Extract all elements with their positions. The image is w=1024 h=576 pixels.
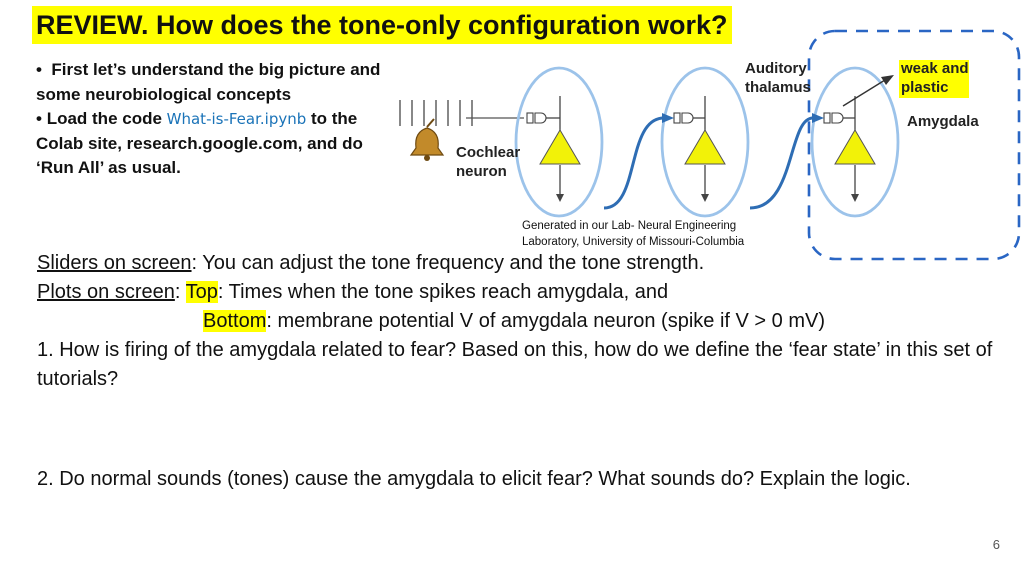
label-cochlear-line2: neuron — [456, 163, 507, 180]
intro-bullets: • First let’s understand the big picture… — [36, 58, 396, 181]
weak-plastic-highlight — [899, 60, 969, 98]
bottom-text: : membrane potential V of amygdala neuro… — [266, 310, 825, 332]
bullet-item-1: • First let’s understand the big picture… — [36, 60, 381, 104]
label-weak-line2: plastic — [901, 79, 949, 96]
sliders-line: Sliders on screen: You can adjust the to… — [37, 249, 997, 278]
plots-sep: : — [174, 281, 186, 303]
plasticity-arrow — [842, 79, 886, 107]
question-1: 1. How is firing of the amygdala related… — [37, 339, 993, 390]
synapse-glyphs — [526, 112, 844, 124]
question-2: 2. Do normal sounds (tones) cause the am… — [37, 468, 911, 490]
label-cochlear-line1: Cochlear — [456, 144, 520, 161]
cochlear-neuron-outline — [514, 66, 604, 218]
label-cochlear-neuron: Cochlear neuron — [456, 144, 520, 180]
cochlear-neuron-soma — [539, 129, 581, 165]
bullet-2-before: Load the code — [46, 109, 167, 128]
plots-label: Plots on screen — [37, 281, 175, 303]
bottom-line: Bottom: membrane potential V of amygdala… — [37, 307, 997, 336]
body-text: Sliders on screen: You can adjust the to… — [37, 249, 997, 394]
credit-line-1: Generated in our Lab- Neural Engineering — [522, 220, 737, 232]
neural-circuit-diagram: Cochlear neuron Auditory thalamus weak and… — [399, 29, 1021, 261]
label-weak-line1: weak and — [900, 60, 969, 77]
credit-line-2: Laboratory, University of Missouri-Colum… — [522, 235, 745, 248]
sound-wave-marks — [399, 100, 473, 126]
amygdala-neuron-outline — [810, 66, 900, 218]
thalamus-neuron-outline — [660, 66, 750, 218]
label-auditory-line1: Auditory — [745, 60, 807, 77]
label-auditory-line2: thalamus — [745, 79, 811, 96]
top-label: Top — [185, 281, 218, 303]
bullet-2-after: to the Colab site, research.google.com, … — [36, 109, 363, 177]
bell-icon — [409, 118, 445, 161]
notebook-filename: What-is-Fear.ipynb — [166, 110, 307, 128]
figure-credit: Generated in our Lab- Neural Engineering… — [522, 219, 744, 250]
sliders-label: Sliders on screen — [37, 252, 192, 274]
bullet-item-2: • Load the code What-is-Fear.ipynb to th… — [36, 109, 363, 177]
label-weak-plastic: weak and plastic — [900, 60, 969, 96]
slide-title: REVIEW. How does the tone-only configura… — [32, 6, 732, 44]
amygdala-neuron-soma — [834, 129, 876, 165]
thalamus-to-amygdala-connector — [749, 116, 814, 210]
page-number: 6 — [992, 537, 1000, 552]
label-auditory-thalamus: Auditory thalamus — [745, 60, 811, 96]
plots-line: Plots on screen: Top: Times when the ton… — [37, 278, 997, 307]
top-text: : Times when the tone spikes reach amygd… — [217, 281, 669, 303]
cochlear-to-thalamus-connector — [603, 116, 665, 210]
thalamus-neuron-soma — [684, 129, 726, 165]
sliders-text: : You can adjust the tone frequency and … — [191, 252, 705, 274]
label-amygdala: Amygdala — [907, 113, 979, 130]
bullet-1-text: First let’s understand the big picture a… — [36, 60, 381, 104]
amygdala-region-box — [807, 29, 1021, 261]
bottom-label: Bottom — [203, 310, 267, 332]
